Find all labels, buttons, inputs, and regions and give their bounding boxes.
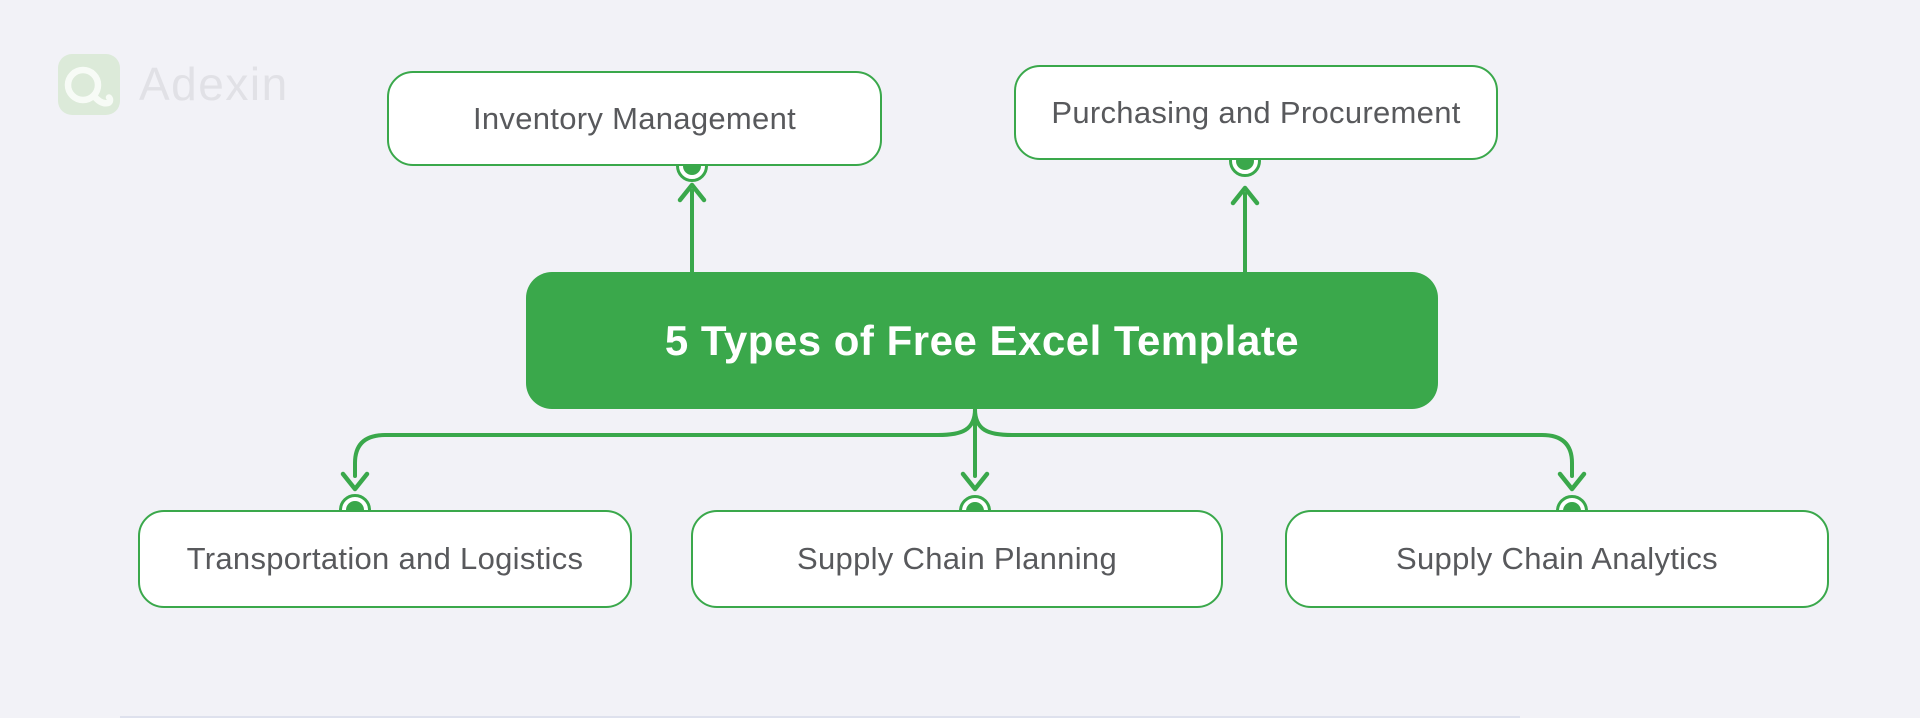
node-label: Supply Chain Analytics	[1396, 541, 1718, 576]
bottom-edge-divider	[120, 716, 1520, 718]
adexin-logo-text: Adexin	[139, 58, 289, 110]
arrow-up-icon	[677, 182, 707, 274]
node-label: Inventory Management	[472, 100, 797, 136]
node-supply-chain-planning: Supply Chain Planning	[691, 510, 1223, 608]
arrow-down-icon	[973, 407, 1587, 492]
arrow-down-icon	[340, 407, 977, 492]
arrow-up-icon	[1230, 185, 1260, 274]
node-label: Purchasing and Procurement	[1051, 94, 1461, 130]
node-purchasing-and-procurement: Purchasing and Procurement	[1014, 65, 1498, 160]
adexin-logo-icon	[58, 54, 120, 115]
node-supply-chain-analytics: Supply Chain Analytics	[1285, 510, 1829, 608]
diagram-title: 5 Types of Free Excel Template	[664, 316, 1300, 364]
adexin-logo: Adexin	[58, 54, 289, 115]
root-node: 5 Types of Free Excel Template	[526, 272, 1438, 409]
node-label: Supply Chain Planning	[797, 541, 1117, 576]
node-transportation-and-logistics: Transportation and Logistics	[138, 510, 632, 608]
node-label: Transportation and Logistics	[186, 541, 584, 576]
node-inventory-management: Inventory Management	[387, 71, 882, 166]
arrow-down-icon	[960, 407, 990, 492]
